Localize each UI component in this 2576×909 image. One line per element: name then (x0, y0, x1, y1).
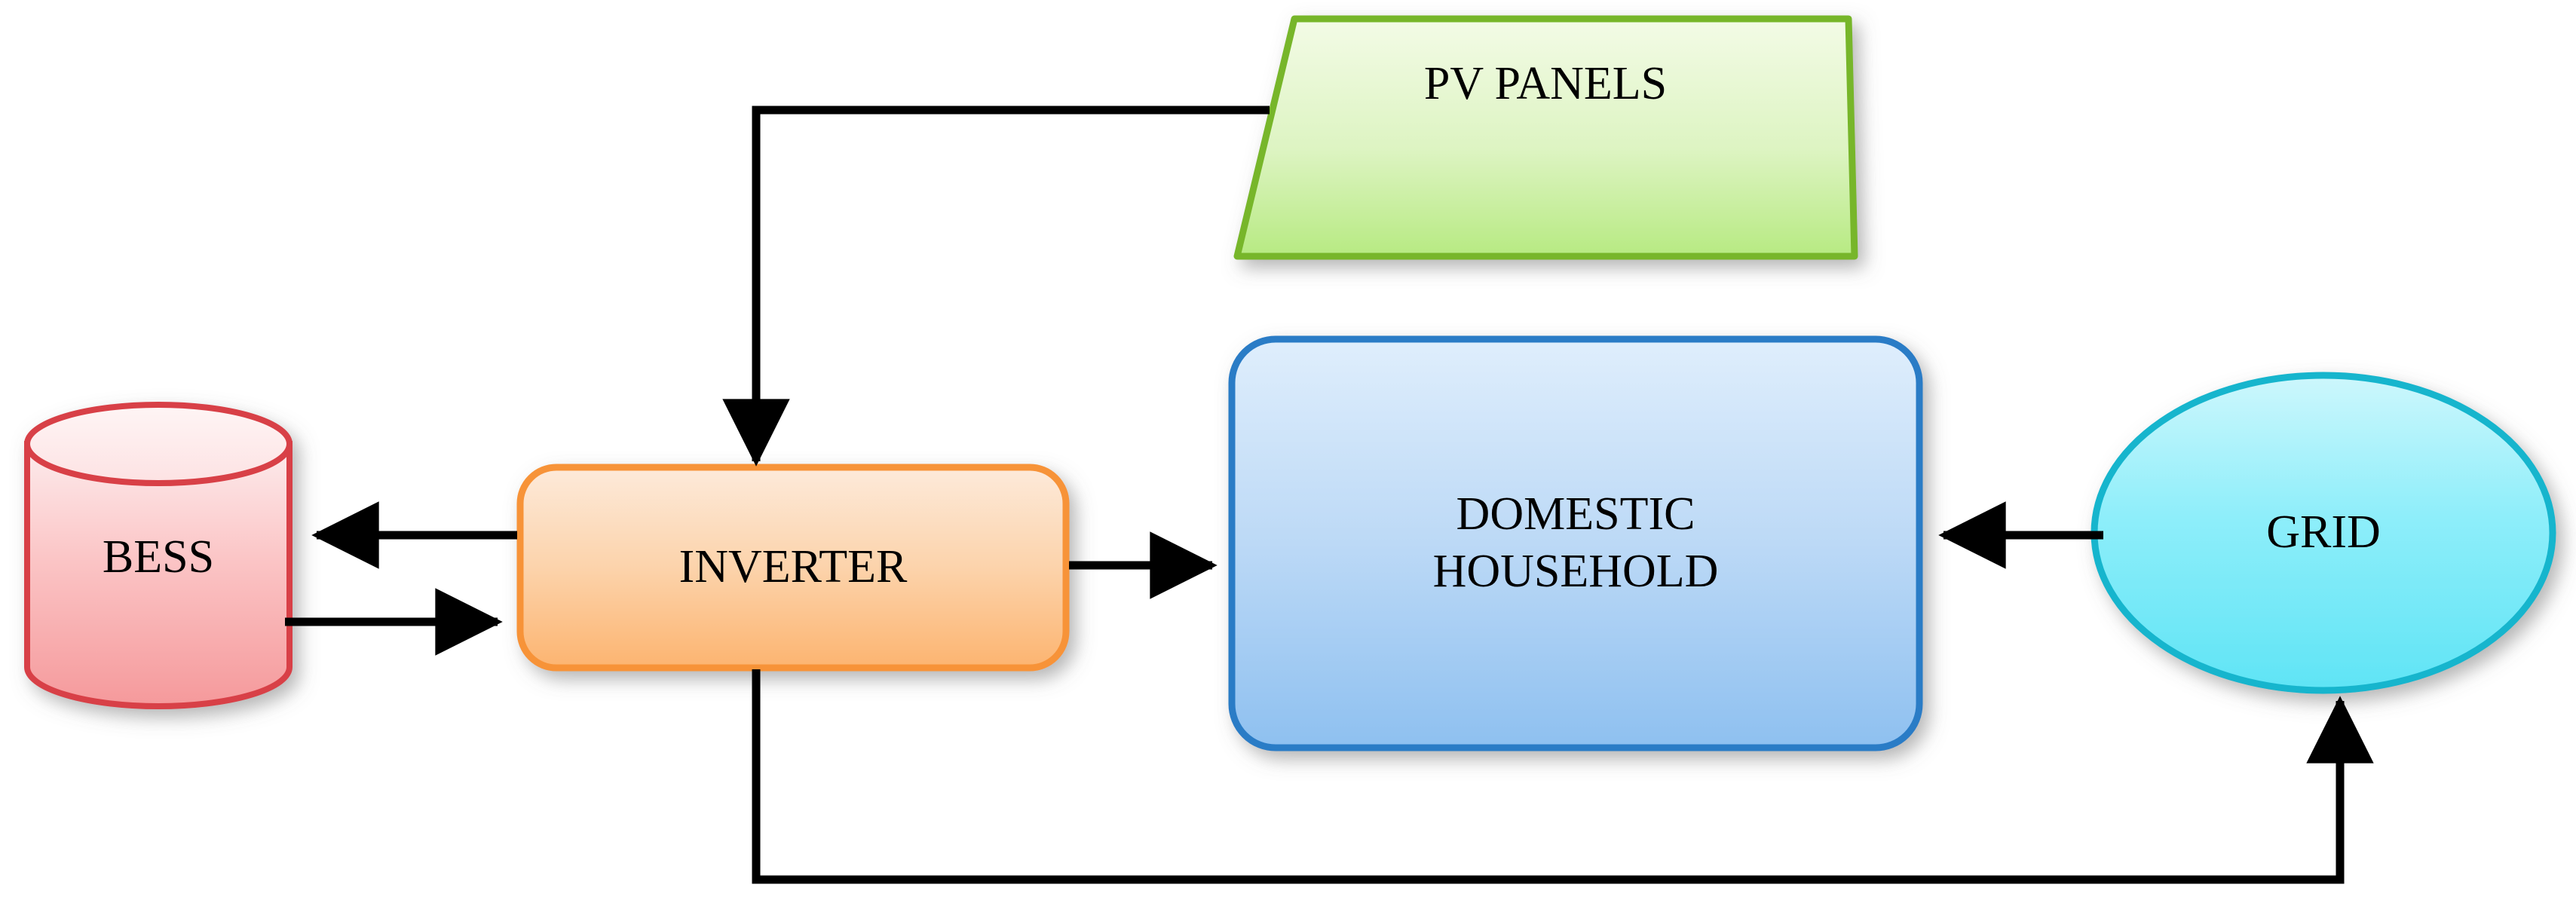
bess-body[interactable] (24, 441, 293, 709)
connector-pv-to-inverter (722, 106, 1270, 467)
grid-shape[interactable] (2091, 372, 2556, 694)
connector-inverter-to-grid (752, 669, 2374, 884)
node-pv-panels[interactable] (1233, 15, 1858, 260)
inverter-shape[interactable] (516, 464, 1070, 672)
bess-top-ellipse (24, 402, 293, 486)
domestic-household-shape[interactable] (1228, 335, 1923, 751)
pv-panels-shape[interactable] (1233, 15, 1858, 260)
node-inverter[interactable] (516, 464, 1070, 672)
node-bess[interactable] (24, 402, 293, 709)
node-grid[interactable] (2091, 372, 2556, 694)
node-domestic-household[interactable] (1228, 335, 1923, 751)
